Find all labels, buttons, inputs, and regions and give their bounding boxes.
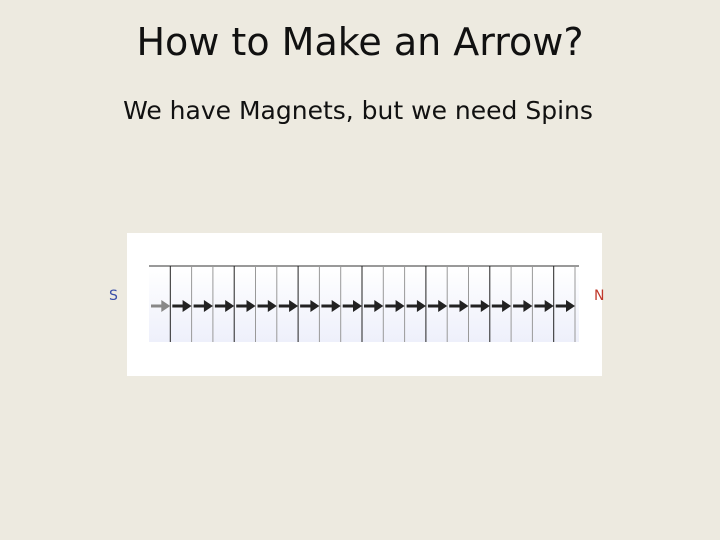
slide-subtitle: We have Magnets, but we need Spins: [123, 96, 593, 125]
spin-arrow: [555, 300, 575, 312]
spin-arrow: [300, 300, 320, 312]
magnet-strip: [149, 266, 579, 342]
spin-arrow: [321, 300, 341, 312]
spin-arrow: [278, 300, 299, 312]
spin-arrow: [151, 300, 171, 312]
magnet-figure: [127, 233, 602, 376]
spin-arrow: [449, 300, 469, 312]
spin-chain-diagram: [149, 265, 579, 342]
spin-arrow: [491, 300, 512, 312]
spin-arrow: [172, 300, 192, 312]
spin-arrow: [427, 300, 448, 312]
south-pole-label: S: [109, 288, 118, 304]
spin-arrow: [236, 300, 256, 312]
spin-arrow: [513, 300, 533, 312]
spin-arrow: [193, 300, 213, 312]
spin-arrow: [342, 300, 362, 312]
spin-arrow: [534, 300, 554, 312]
spin-arrow: [470, 300, 490, 312]
north-pole-label: N: [594, 288, 605, 304]
spin-arrow: [364, 300, 384, 312]
spin-arrow: [385, 300, 405, 312]
spin-arrow: [406, 300, 426, 312]
spin-arrow: [257, 300, 277, 312]
slide-title: How to Make an Arrow?: [136, 20, 584, 64]
spin-arrow: [214, 300, 235, 312]
